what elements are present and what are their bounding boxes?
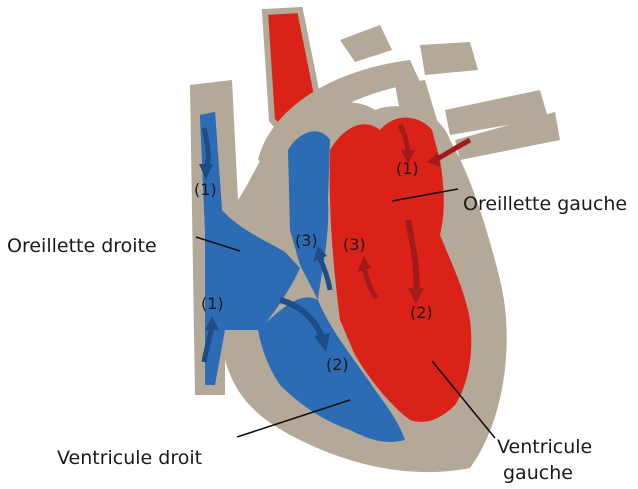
marker-ra-top: (1) [194,180,217,199]
label-oreillette-gauche: Oreillette gauche [463,191,627,217]
marker-ra-bottom: (1) [201,294,224,313]
marker-rv-right: (2) [326,355,349,374]
marker-lv-right: (2) [410,303,433,322]
label-ventricule-droit: Ventricule droit [57,445,202,471]
marker-rv-up: (3) [295,231,318,250]
label-oreillette-droite: Oreillette droite [7,233,157,259]
label-ventricule-gauche-line1: Ventricule [497,434,592,460]
label-ventricule-gauche-line2: gauche [503,460,573,486]
upper-branch-left [340,25,392,62]
marker-lv-up: (3) [343,235,366,254]
upper-branch-right [420,42,478,75]
marker-la-top: (1) [396,159,419,178]
